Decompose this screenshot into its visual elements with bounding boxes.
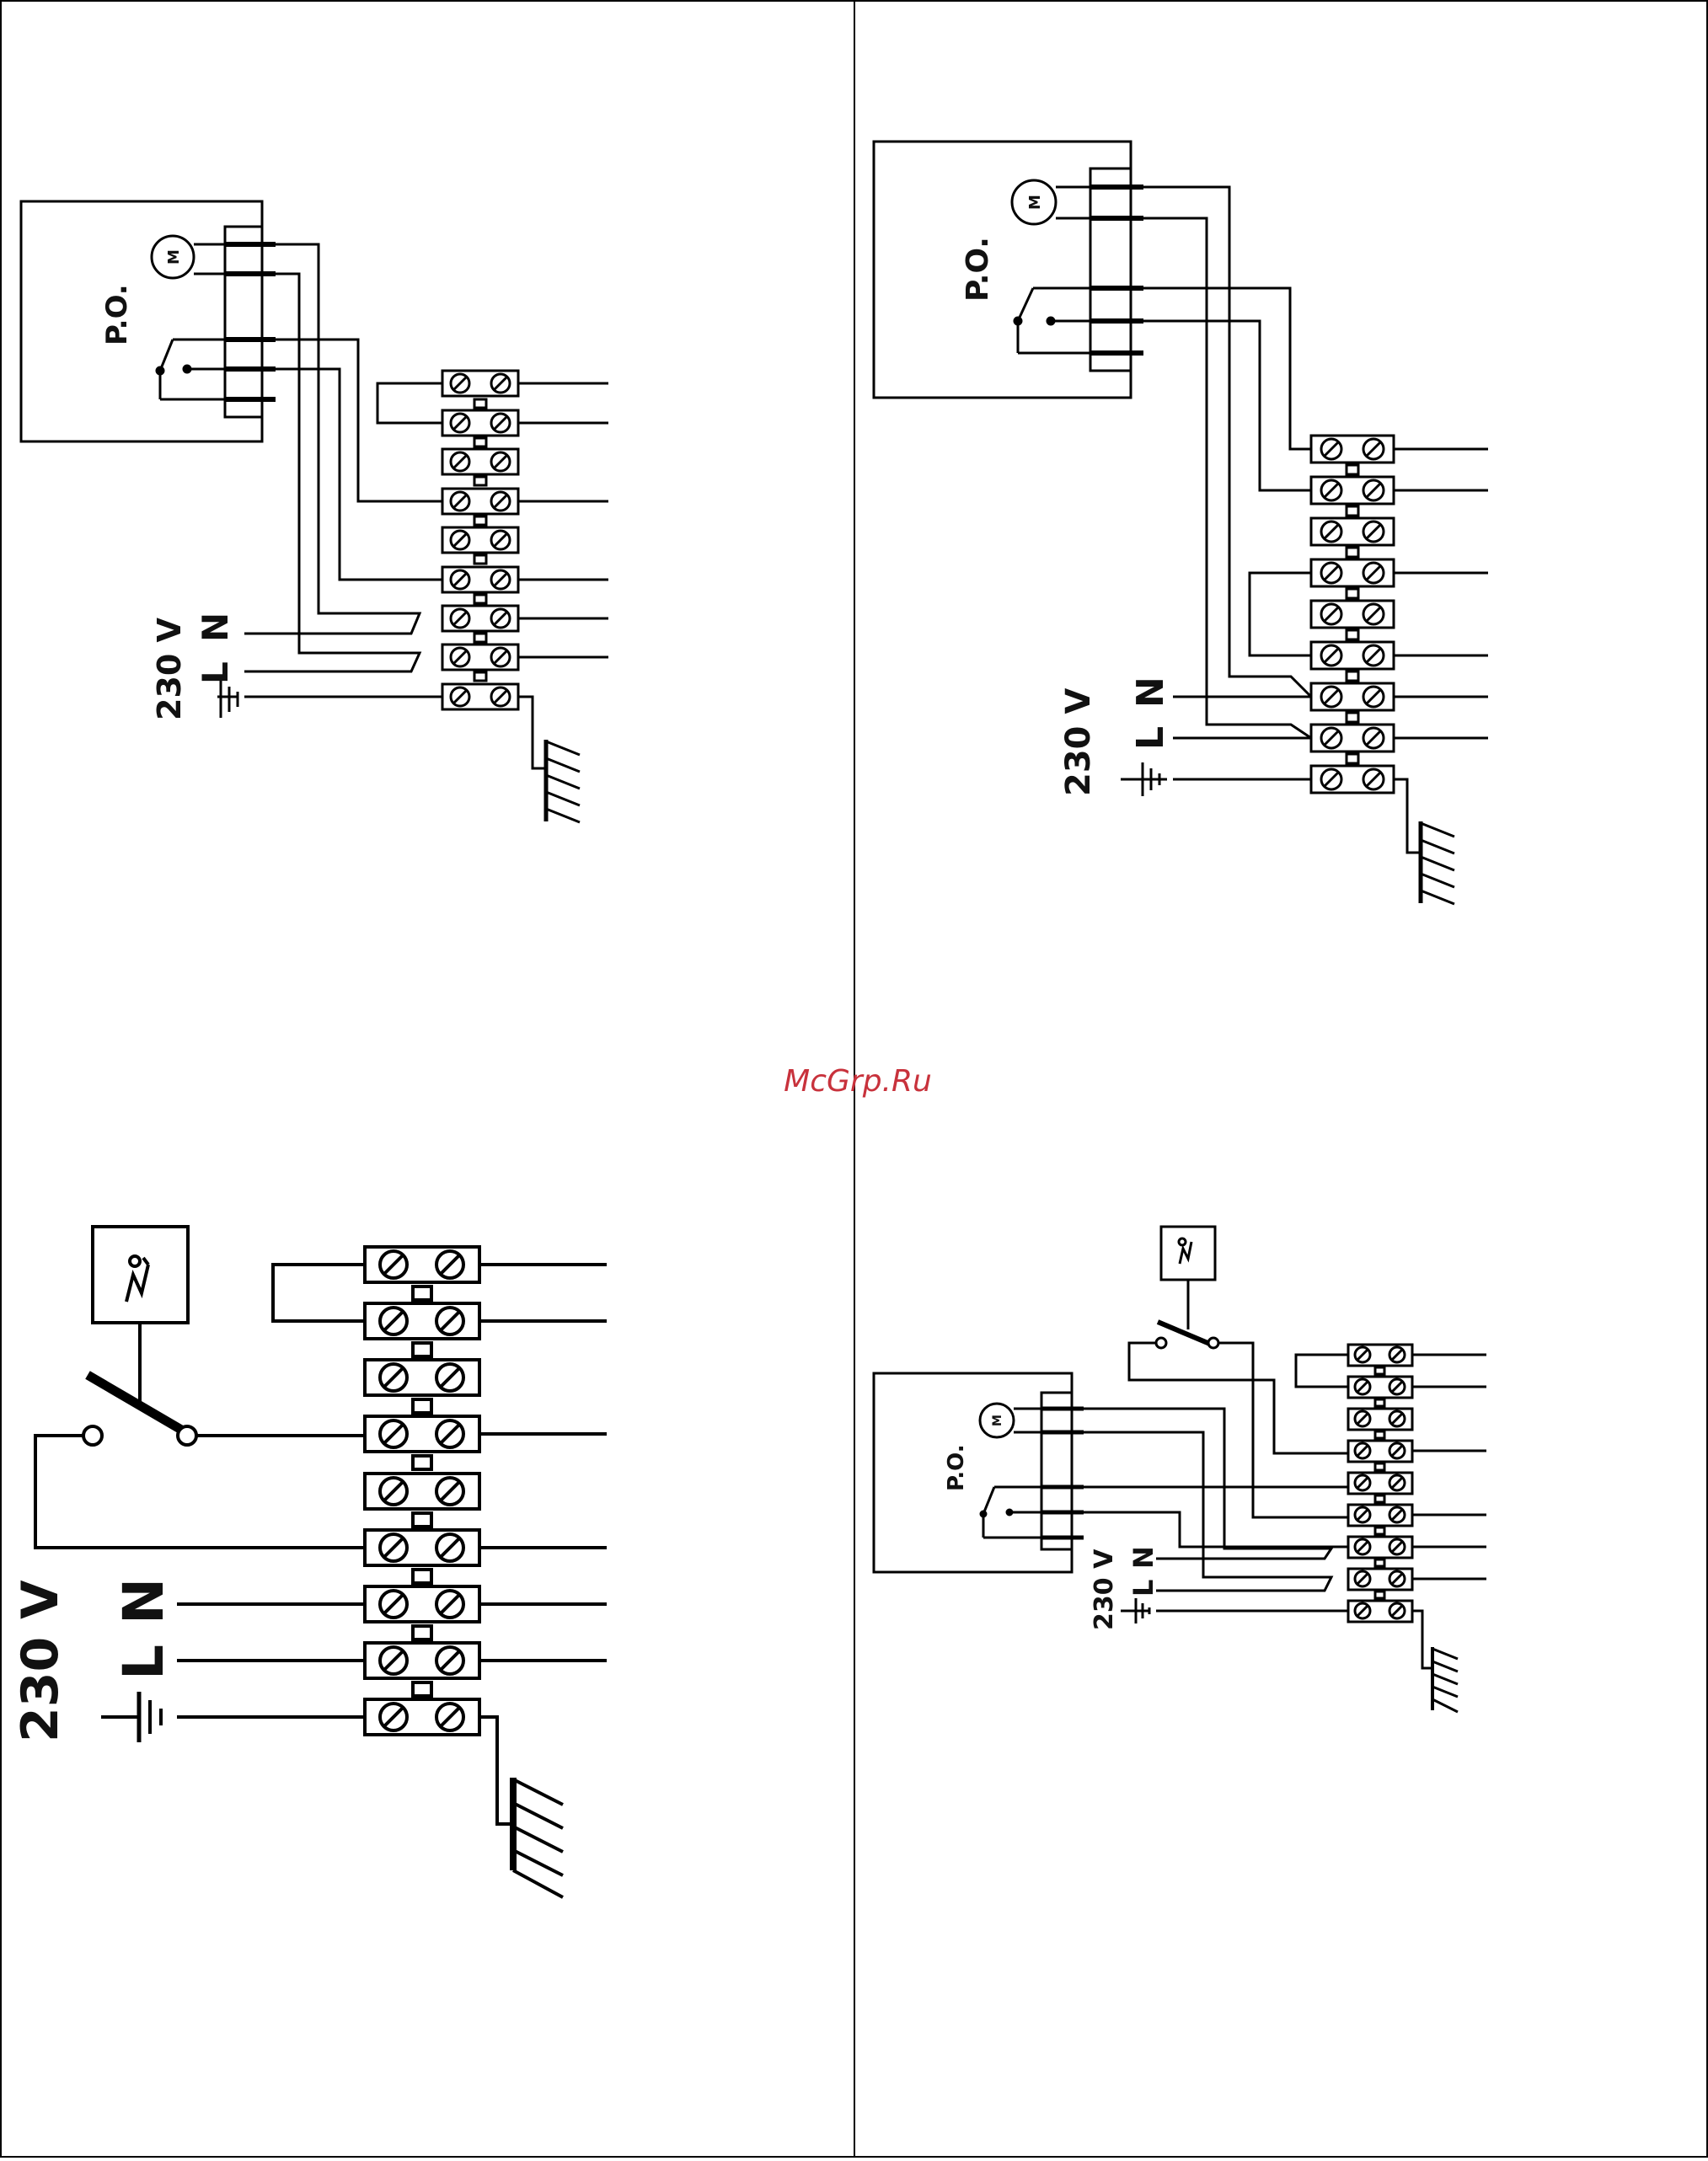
po-connector <box>225 227 262 417</box>
switch-icon <box>157 340 225 399</box>
line-label: L <box>1129 726 1172 750</box>
voltage-label: 230 V <box>1090 1549 1119 1630</box>
voltage-label: 230 V <box>1059 688 1098 796</box>
ground-icon <box>546 740 580 822</box>
line-label: L <box>1127 1580 1159 1597</box>
terminal-block <box>1348 1345 1412 1622</box>
jumper-wire <box>273 1265 365 1321</box>
output-wires <box>518 383 608 657</box>
ground-icon <box>513 1778 563 1897</box>
diagram-bottom-left <box>35 1227 607 1897</box>
motor-label: M <box>165 249 183 265</box>
voltage-label: 230 V <box>151 617 188 720</box>
neutral-label: N <box>195 612 236 642</box>
neutral-label: N <box>1127 1546 1159 1569</box>
motor-label: M <box>991 1415 1004 1426</box>
output-wires <box>1394 449 1488 738</box>
po-label: P.O. <box>961 237 995 302</box>
connector-pins <box>225 244 276 399</box>
voltage-label: 230 V <box>11 1580 70 1742</box>
internal-wires <box>1084 1409 1348 1591</box>
earth-drop <box>1394 779 1421 853</box>
thermostat-box <box>93 1227 188 1323</box>
po-box <box>874 142 1131 398</box>
earth-symbol-icon <box>1121 1598 1150 1623</box>
connector-pins <box>1041 1409 1084 1538</box>
earth-drop <box>1412 1611 1432 1668</box>
ground-icon <box>1421 821 1454 904</box>
internal-wires <box>244 244 442 671</box>
watermark: McGrp.Ru <box>784 1064 932 1099</box>
output-wires <box>1412 1355 1486 1579</box>
earth-symbol-icon <box>1121 762 1167 796</box>
earth-drop <box>479 1717 513 1824</box>
earth-symbol-icon <box>101 1692 161 1742</box>
po-label: P.O. <box>944 1444 969 1491</box>
line-label: L <box>111 1645 176 1680</box>
switch-icon <box>1015 288 1090 353</box>
terminal-block <box>442 371 518 709</box>
earth-symbol-icon <box>217 681 238 718</box>
neutral-label: N <box>111 1578 176 1624</box>
output-wires <box>479 1265 607 1661</box>
earth-drop <box>518 697 546 768</box>
terminal-block <box>365 1247 479 1735</box>
connector-pins <box>1090 187 1143 353</box>
jumper-wire <box>377 383 442 423</box>
jumper-wire <box>1250 573 1311 655</box>
switch-icon <box>981 1487 1041 1538</box>
jumper-wire <box>1296 1355 1348 1387</box>
po-connector <box>1090 168 1131 371</box>
line-label: L <box>195 661 236 684</box>
ground-icon <box>1432 1647 1458 1712</box>
motor-label: M <box>1026 195 1044 210</box>
neutral-label: N <box>1129 677 1172 708</box>
terminal-block <box>1311 436 1394 793</box>
po-connector <box>1041 1393 1072 1549</box>
main-switch-icon <box>1129 1280 1348 1517</box>
po-label: P.O. <box>100 284 134 345</box>
main-switch-icon <box>35 1323 365 1548</box>
